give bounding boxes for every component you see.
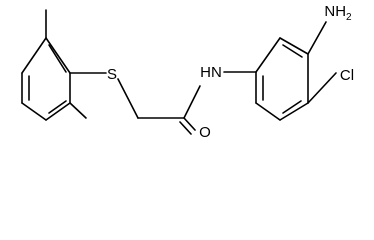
amide-nh-label: HN — [200, 64, 222, 81]
carbonyl-to-nitrogen-bond — [183, 85, 201, 119]
ring-b-double-3 — [282, 100, 302, 114]
dimethylphenyl-ring — [21, 9, 107, 121]
ring-b-bond-2 — [279, 37, 309, 55]
chlorine-atom-label: Cl — [340, 67, 354, 84]
aminochlorophenyl-ring — [223, 21, 337, 121]
amine-nh2-label: NH2 — [324, 3, 352, 23]
ring-b-bond-4 — [279, 102, 309, 121]
oxygen-atom-label: O — [199, 124, 211, 141]
carbonyl-double-bond-b — [179, 121, 192, 135]
ring-a-double-2 — [48, 44, 67, 73]
ring-to-amine-bond — [307, 21, 327, 55]
acetamide-chain — [117, 78, 201, 135]
ring-b-bond-5 — [255, 102, 281, 121]
molecule-structure: S O HN NH2 Cl — [21, 3, 354, 141]
ring-a-bond-5 — [45, 102, 71, 121]
ring-b-double-2 — [282, 44, 303, 58]
ring-a-bond-4 — [21, 102, 47, 121]
sulfur-atom-label: S — [107, 66, 117, 83]
carbonyl-double-bond-a — [183, 117, 196, 131]
ring-a-double-3 — [48, 100, 67, 114]
ring-a-bond-2 — [21, 37, 47, 74]
ring-b-bond-1 — [255, 37, 281, 73]
ring-to-chlorine-bond — [307, 72, 337, 104]
sulfur-to-ch2-bond — [117, 78, 139, 119]
ring-a-bond-1 — [45, 37, 71, 74]
amine-subscript: 2 — [346, 12, 352, 23]
amine-nh-text: NH — [324, 3, 346, 20]
methyl-bottom-bond — [69, 102, 87, 119]
